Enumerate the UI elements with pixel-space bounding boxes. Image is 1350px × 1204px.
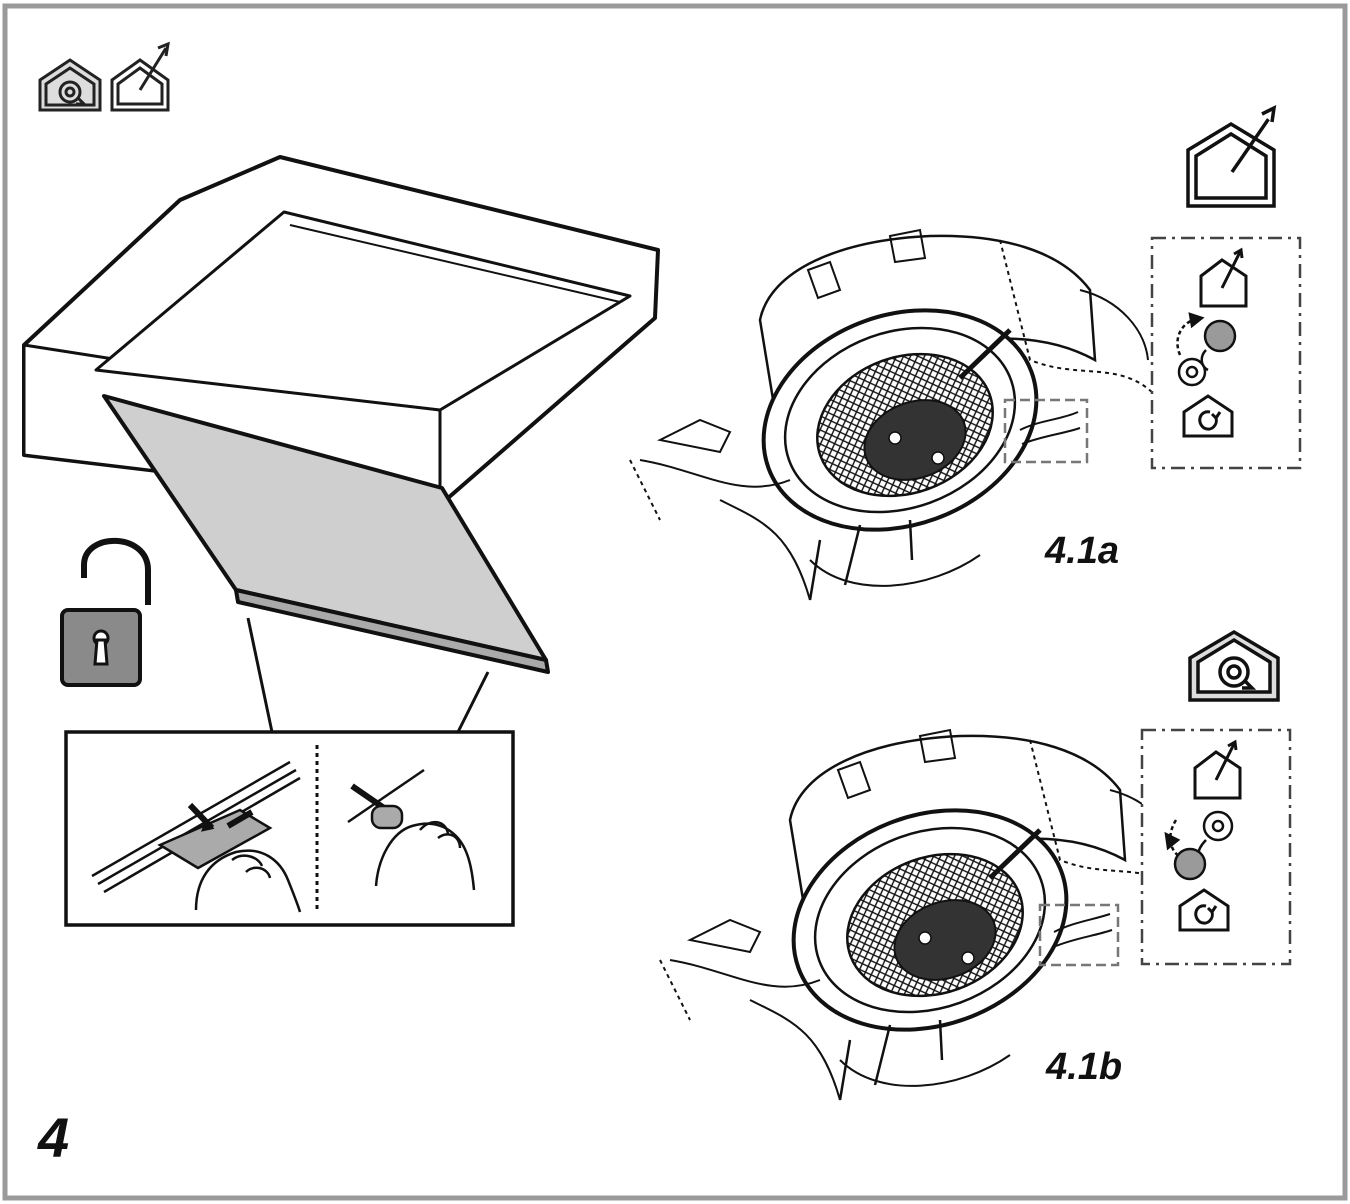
rotary-selector-icon — [1176, 312, 1237, 387]
figure-label-4-1b: 4.1b — [1046, 1046, 1123, 1088]
recirculation-house-icon — [1188, 629, 1280, 702]
extraction-house-icon — [1186, 104, 1277, 208]
latch-press-detail — [347, 768, 476, 891]
mode-switch-inset-a — [1150, 236, 1302, 470]
extraction-house-icon — [1199, 247, 1248, 308]
page-frame — [2, 3, 1348, 1201]
mode-switch-inset-b — [1140, 728, 1292, 966]
rotary-selector-icon — [1164, 810, 1234, 881]
range-hood — [22, 155, 660, 507]
grease-filter-panel — [102, 394, 550, 674]
latch-detail-box — [64, 730, 515, 927]
extraction-house-icon — [110, 41, 170, 112]
recirculation-house-icon — [38, 58, 102, 112]
fan-motor-assembly-a — [629, 228, 1156, 601]
recirculation-house-icon — [1178, 888, 1230, 932]
recirculation-house-icon — [1182, 394, 1234, 438]
step-number: 4 — [38, 1106, 70, 1169]
latch-slide-detail — [91, 760, 302, 913]
extraction-house-icon — [1193, 739, 1242, 800]
detail-callout-lines — [246, 617, 490, 733]
figure-label-4-1a: 4.1a — [1045, 530, 1119, 572]
fan-motor-assembly-b — [659, 728, 1186, 1101]
padlock-open-icon — [60, 537, 151, 687]
